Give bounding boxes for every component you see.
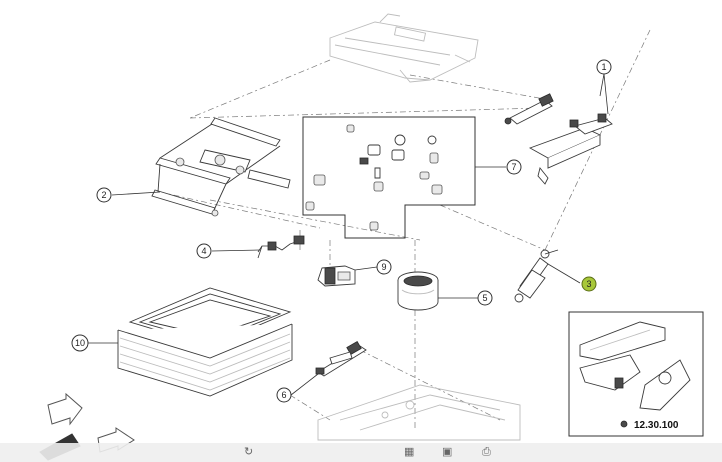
callout-4[interactable]: 4 xyxy=(196,243,212,259)
part-2-scissor-frame xyxy=(151,117,291,217)
callout-6-label: 6 xyxy=(281,390,286,400)
callout-1-label: 1 xyxy=(601,62,606,72)
callout-2[interactable]: 2 xyxy=(96,187,112,203)
callout-10[interactable]: 10 xyxy=(71,334,89,352)
callout-4-label: 4 xyxy=(201,246,206,256)
part-7-hardware-kit xyxy=(302,116,476,239)
nav-arrow-up-icon[interactable] xyxy=(47,392,83,426)
detail-reference[interactable]: 12.30.100 xyxy=(634,420,679,431)
part-6-lever xyxy=(315,340,367,377)
callout-3-label: 3 xyxy=(586,279,591,289)
part-5-bumper xyxy=(397,271,439,311)
bottom-base-plate xyxy=(317,384,521,441)
callout-7[interactable]: 7 xyxy=(506,159,522,175)
part-10-bellows xyxy=(117,287,293,397)
callout-9-label: 9 xyxy=(381,262,386,272)
callout-7-label: 7 xyxy=(511,162,516,172)
fit-icon[interactable]: ▣ xyxy=(442,446,453,458)
callout-6[interactable]: 6 xyxy=(276,387,292,403)
part-3-shock-absorber xyxy=(514,249,559,303)
grid-icon[interactable]: ▦ xyxy=(404,446,415,458)
top-seat-frame xyxy=(329,13,479,83)
callout-leaders xyxy=(88,73,609,396)
part-1-tilt-mechanism xyxy=(504,93,613,185)
part-9-switch xyxy=(317,265,356,287)
rotate-icon[interactable]: ↻ xyxy=(244,446,254,458)
callout-10-label: 10 xyxy=(75,338,85,348)
bottom-toolbar xyxy=(0,443,722,462)
callout-1[interactable]: 1 xyxy=(596,59,612,75)
callout-3[interactable]: 3 xyxy=(581,276,597,292)
callout-9[interactable]: 9 xyxy=(376,259,392,275)
detail-view xyxy=(568,311,704,437)
callout-5-label: 5 xyxy=(482,293,487,303)
callout-5[interactable]: 5 xyxy=(477,290,493,306)
part-4-cable xyxy=(257,235,305,259)
detail-reference-label: 12.30.100 xyxy=(634,420,679,431)
callout-2-label: 2 xyxy=(101,190,106,200)
print-icon[interactable]: ⎙ xyxy=(482,446,491,458)
